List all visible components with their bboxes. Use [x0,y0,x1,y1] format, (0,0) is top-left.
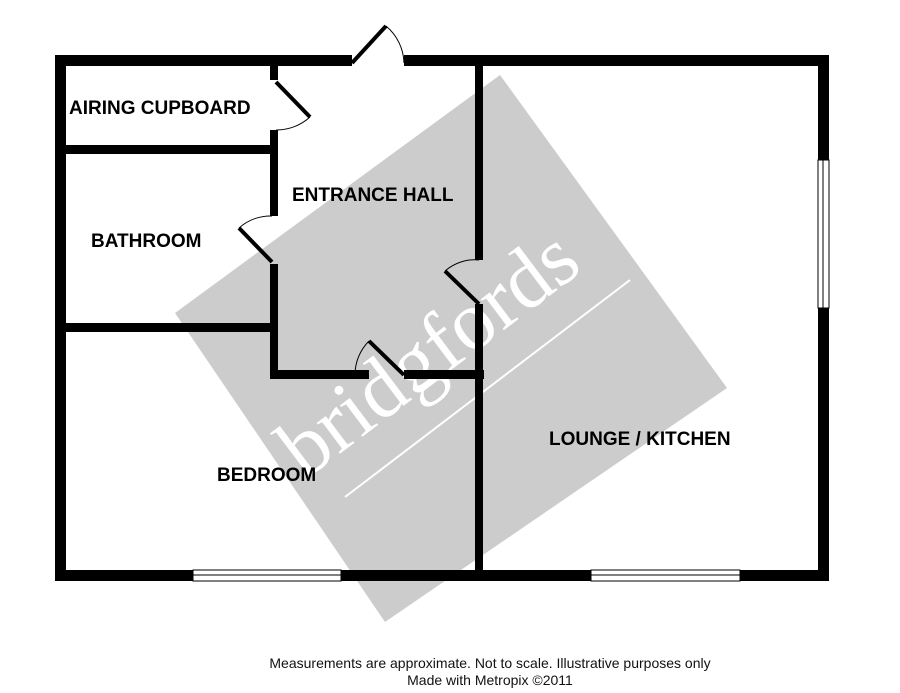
wall-hall-south-1 [270,370,369,379]
wall-cupboard-bathroom [55,145,278,154]
wall-top-right [404,55,829,66]
wall-hall-west-2 [270,130,278,216]
bedroom-door [354,339,406,377]
label-lounge-kitchen: LOUNGE / KITCHEN [549,429,731,450]
outer-walls [55,55,829,581]
wall-lounge-divider [475,304,483,580]
room-labels: AIRING CUPBOARD ENTRANCE HALL BATHROOM B… [69,98,731,486]
doors [237,24,481,377]
label-bathroom: BATHROOM [91,231,201,252]
watermark-diamond [175,75,727,622]
front-door [350,24,405,65]
internal-walls [55,66,484,580]
label-bedroom: BEDROOM [217,465,316,486]
wall-hall-west-3 [270,264,278,379]
wall-left [55,55,66,581]
watermark-underline [344,279,631,498]
footer-credit: Made with Metropix ©2011 [407,672,573,688]
bathroom-door [237,215,274,264]
wall-bottom [55,570,829,581]
label-entrance-hall: ENTRANCE HALL [292,185,454,206]
wall-hall-south-2 [404,370,484,379]
wall-top-left [55,55,352,66]
windows [192,159,830,582]
footer-disclaimer: Measurements are approximate. Not to sca… [269,655,711,671]
wall-right-upper [818,55,829,160]
lounge-door [443,259,481,306]
watermark: bridgfords [175,75,727,622]
wall-hall-east [475,66,483,260]
wall-right-lower [818,308,829,581]
wall-bathroom-bedroom [55,323,278,332]
wall-hall-west-1 [270,66,278,80]
label-airing-cupboard: AIRING CUPBOARD [69,98,251,119]
airing-cupboard-door [274,80,312,131]
